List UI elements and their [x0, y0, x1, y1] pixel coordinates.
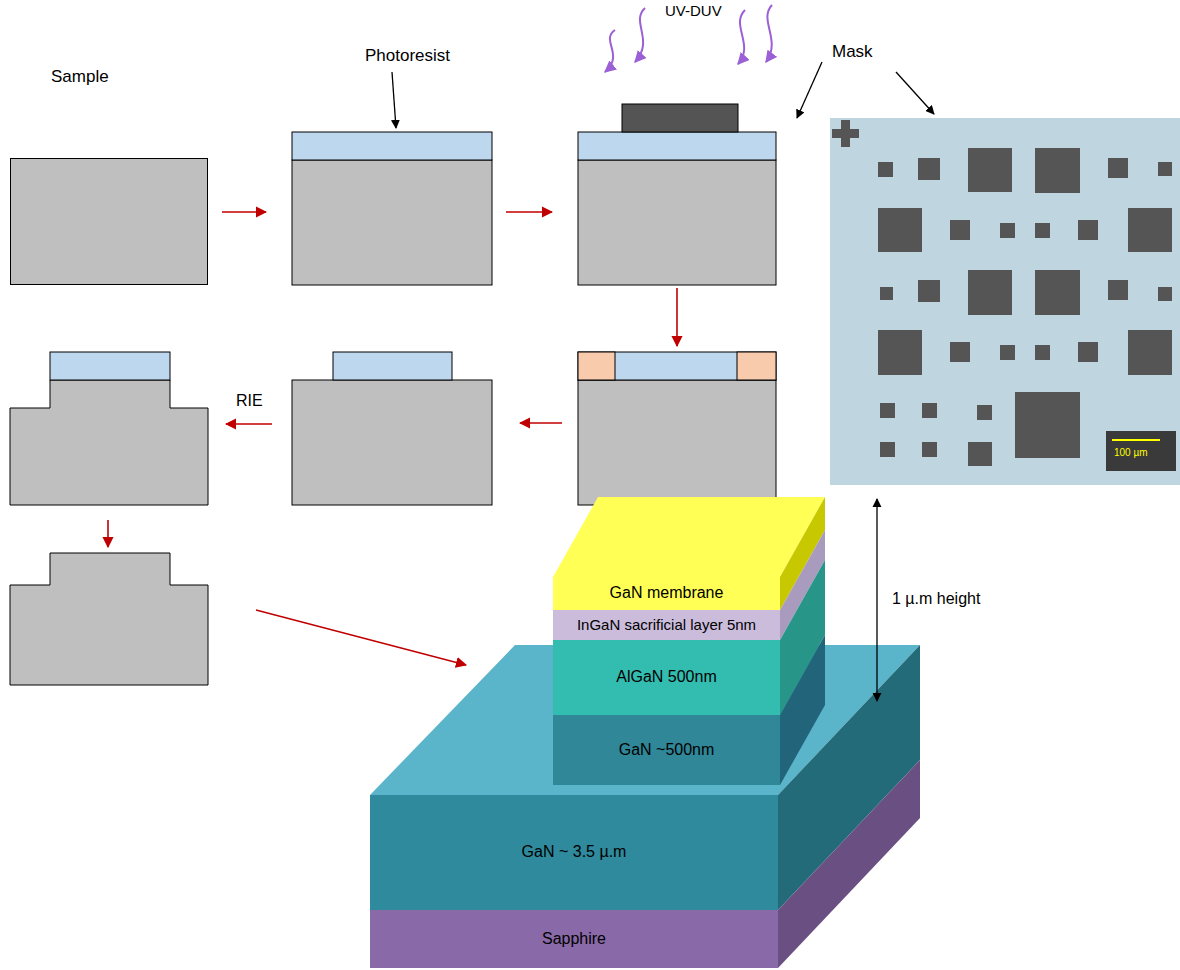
alignment-cross — [832, 120, 859, 147]
layer-label-box: GaN membrane — [553, 577, 780, 610]
drawing-part — [635, 8, 645, 62]
mask-square — [1078, 220, 1098, 240]
drawing-part — [605, 30, 615, 72]
mask-image — [830, 118, 1180, 485]
mask-square — [922, 403, 937, 418]
scale-bar-box — [1106, 431, 1176, 471]
mask-square — [878, 208, 922, 252]
mask-square — [922, 442, 937, 457]
layer-label-box: InGaN sacrificial layer 5nm — [553, 610, 780, 640]
mask-square — [880, 442, 895, 457]
layer-label-box: GaN ~500nm — [553, 715, 780, 785]
layer-face — [553, 640, 780, 715]
mask-square — [1015, 392, 1080, 458]
gan-front-face — [370, 795, 778, 910]
flow-arrow — [107, 520, 109, 547]
pillar-top-face — [553, 497, 825, 577]
mask-squares — [878, 148, 1172, 466]
mask-square — [1128, 330, 1172, 375]
leader-line — [797, 62, 822, 118]
flow-arrow — [676, 288, 678, 346]
sample-box: Sample — [10, 158, 208, 285]
mask-square — [968, 148, 1012, 192]
mask-square — [1108, 280, 1128, 300]
step-heading: Sample — [51, 67, 109, 87]
leader-line — [896, 72, 934, 114]
substrate — [292, 160, 492, 285]
dimension-label: 1 µ.m height — [892, 590, 980, 608]
dimension-line — [876, 499, 877, 701]
mask-square — [918, 280, 940, 302]
mask-square — [1035, 345, 1050, 360]
process-label: RIE — [236, 392, 263, 410]
mask-square — [1128, 208, 1172, 252]
layer-label: AlGaN 500nm — [616, 668, 717, 686]
layer-label: Sapphire — [542, 930, 606, 948]
exposed-resist — [737, 352, 776, 380]
mask-square — [880, 403, 895, 418]
mask-square — [977, 405, 992, 420]
mask-square — [1078, 342, 1098, 362]
part-label: Photoresist — [365, 46, 450, 66]
substrate — [578, 160, 776, 285]
exposed-resist — [578, 352, 615, 380]
part-label: UV-DUV — [665, 2, 722, 19]
mask-square — [1158, 162, 1172, 176]
pillar-side — [780, 635, 825, 785]
mask-square — [878, 162, 893, 177]
mask-square — [918, 158, 940, 180]
mask-square — [950, 342, 970, 362]
mask-square — [1158, 287, 1172, 301]
sapphire-front-face — [370, 910, 778, 968]
drawing-part — [766, 5, 772, 62]
etched-substrate — [10, 380, 208, 505]
mask-square — [950, 220, 970, 240]
mask-square — [1035, 148, 1080, 193]
photoresist-layer — [578, 352, 776, 380]
substrate — [292, 380, 492, 505]
scale-label: 100 µm — [1114, 447, 1148, 458]
mask-square — [1108, 158, 1128, 178]
mask-square — [968, 442, 992, 466]
flow-arrow — [226, 423, 272, 425]
scale-bar — [1112, 439, 1160, 441]
mesa — [10, 553, 208, 685]
photoresist-pattern — [50, 352, 170, 380]
layer-label: InGaN sacrificial layer 5nm — [577, 616, 756, 633]
layer-label: GaN membrane — [610, 584, 724, 602]
photoresist-layer — [578, 132, 776, 160]
flow-arrow — [256, 610, 466, 665]
photoresist-layer — [292, 132, 492, 160]
layer-label-box: AlGaN 500nm — [553, 640, 780, 715]
part-label: Mask — [832, 42, 873, 62]
flow-arrow — [520, 422, 562, 424]
layer-label-box: Sapphire — [370, 910, 778, 968]
layer-label: GaN ~500nm — [619, 741, 715, 759]
layer-face — [553, 610, 780, 640]
layer-face — [553, 577, 780, 610]
layer-label: GaN ~ 3.5 µ.m — [522, 843, 627, 861]
sapphire-side-face — [778, 760, 920, 968]
flow-arrow — [222, 211, 266, 213]
mask-square — [968, 270, 1012, 315]
mask-square — [880, 287, 893, 300]
mask-square — [1035, 223, 1050, 238]
mask-square — [1035, 270, 1080, 315]
flow-arrow — [506, 211, 552, 213]
mask-square — [1000, 223, 1015, 238]
drawing-part — [738, 10, 745, 64]
substrate — [578, 380, 776, 505]
mask-block — [622, 104, 738, 132]
photoresist-pattern — [333, 352, 452, 380]
layer-face — [553, 715, 780, 785]
layer-label-box: GaN ~ 3.5 µ.m — [370, 795, 778, 910]
leader-line — [392, 72, 396, 128]
mask-square — [878, 330, 922, 375]
mask-square — [1000, 345, 1015, 360]
